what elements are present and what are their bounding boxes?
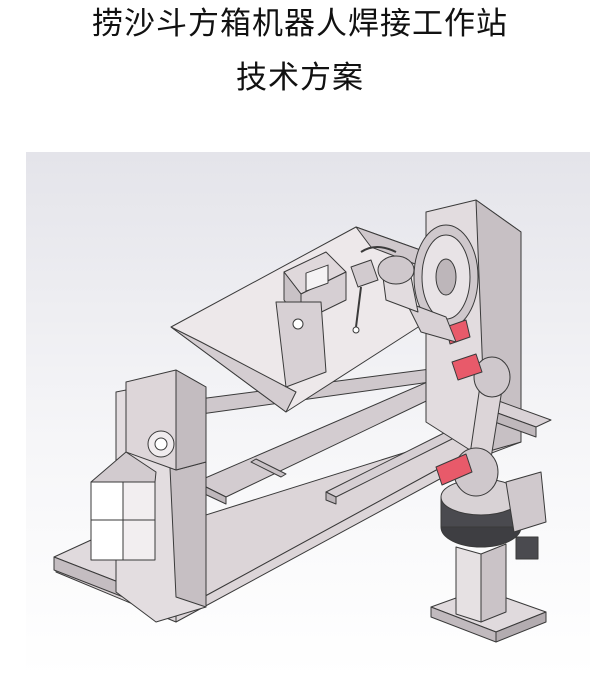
base-cross-rails xyxy=(195,373,467,505)
document-title: 捞沙斗方箱机器人焊接工作站 xyxy=(92,6,508,42)
robot-welding-workstation-drawing-icon xyxy=(26,152,590,677)
robot-motors xyxy=(435,319,483,486)
robot-upper-arm xyxy=(377,255,457,343)
robot-pedestal xyxy=(430,543,547,643)
welding-torch xyxy=(350,246,397,334)
robot-welding-workstation-figure xyxy=(26,152,590,677)
left-tower xyxy=(90,369,207,623)
robot-base xyxy=(440,471,547,560)
document-subtitle: 技术方案 xyxy=(236,60,364,96)
